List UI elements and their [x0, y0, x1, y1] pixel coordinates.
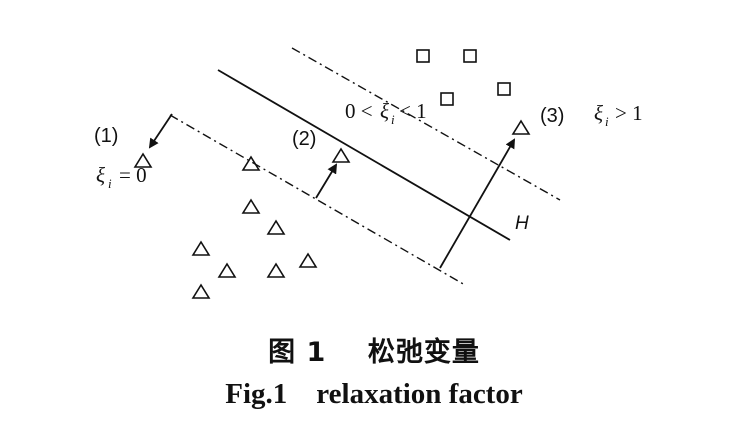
xi-symbol: ξ — [96, 163, 105, 187]
xi-subscript: i — [108, 176, 112, 191]
xi-symbol: ξ — [594, 101, 603, 125]
triangle-point — [241, 198, 261, 214]
upper-margin-line — [291, 47, 561, 201]
square-point — [463, 49, 477, 63]
arrow-case3 — [439, 138, 516, 269]
triangle-point — [266, 262, 286, 278]
greater-than-one: > 1 — [615, 101, 643, 125]
zero-less-than: 0 < — [345, 99, 373, 123]
triangle-point — [241, 155, 261, 171]
xi-subscript: i — [391, 112, 395, 127]
triangle-point — [511, 119, 531, 135]
case-1-label: (1) — [94, 125, 118, 147]
slack-greater-formula: ξ i > 1 — [594, 101, 643, 129]
triangle-point — [191, 240, 211, 256]
equals-zero: = 0 — [119, 163, 147, 187]
slack-between-formula: 0 < ξ i < 1 — [345, 99, 427, 127]
triangle-point — [191, 283, 211, 299]
case-2-label: (2) — [292, 128, 316, 150]
triangle-point — [298, 252, 318, 268]
triangle-point — [217, 262, 237, 278]
arrow-case1 — [148, 113, 173, 149]
triangle-point — [133, 152, 153, 168]
less-than-one: < 1 — [399, 99, 427, 123]
square-point — [416, 49, 430, 63]
slack-zero-formula: ξ i = 0 — [96, 163, 147, 191]
xi-subscript: i — [605, 114, 609, 129]
triangle-points — [133, 119, 531, 299]
caption-english: Fig.1 relaxation factor — [225, 378, 523, 410]
square-points — [416, 49, 511, 106]
triangle-point — [266, 219, 286, 235]
arrow-case2 — [315, 163, 338, 199]
square-point — [440, 92, 454, 106]
lower-margin-line — [169, 114, 466, 286]
case-3-label: (3) — [540, 105, 564, 127]
triangle-point — [331, 147, 351, 163]
hyperplane-line — [217, 69, 511, 241]
square-point — [497, 82, 511, 96]
hyperplane-label: H — [515, 213, 529, 234]
caption-chinese: 图 1 松弛变量 — [268, 337, 480, 368]
xi-symbol: ξ — [380, 99, 389, 123]
svm-slack-diagram: (1) (2) (3) H ξ i = 0 0 < ξ i < 1 ξ i > … — [94, 47, 643, 299]
